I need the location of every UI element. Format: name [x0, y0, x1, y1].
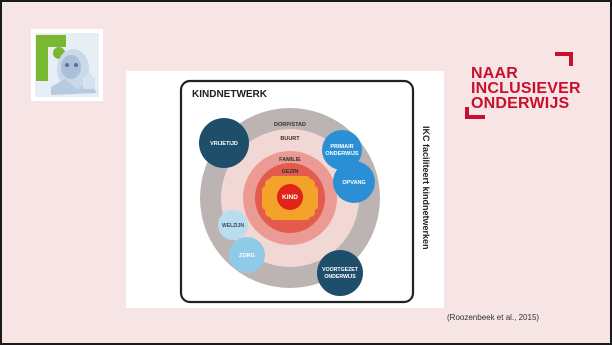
child-photo-puzzle-logo	[31, 29, 103, 101]
node-primair-onderwijs	[322, 130, 362, 170]
node-label-welzijn: WELZIJN	[222, 223, 244, 229]
logo-line-2: INCLUSIEVER	[471, 80, 581, 97]
citation: (Roozenbeek et al., 2015)	[447, 313, 540, 322]
ring-label-buurt: BUURT	[280, 136, 300, 142]
node-label-vrijetijd: VRIJETIJD	[210, 141, 238, 147]
diagram-side-label: IKC faciliteert kindnetwerken	[421, 126, 431, 250]
node-label-voortgezet-1: VOORTGEZET	[322, 267, 359, 273]
ring-label-kind: KIND	[282, 194, 298, 201]
node-label-opvang: OPVANG	[342, 180, 365, 186]
ring-label-gezin: GEZIN	[282, 169, 299, 175]
node-opvang	[333, 161, 375, 203]
node-label-zorg: ZORG	[239, 253, 255, 259]
logo-line-3: ONDERWIJS	[471, 95, 570, 112]
logo-line-1: NAAR	[471, 65, 519, 82]
ring-label-familie: FAMILIE	[279, 157, 301, 163]
puzzle-logo-icon	[35, 33, 99, 97]
logo-bracket-bottom-vertical	[465, 107, 469, 119]
node-welzijn	[218, 210, 248, 240]
node-vrijetijd	[199, 118, 249, 168]
naar-inclusiever-onderwijs-logo: NAAR INCLUSIEVER ONDERWIJS	[465, 52, 595, 122]
node-label-primair-2: ONDERWIJS	[325, 151, 359, 157]
node-label-voortgezet-2: ONDERWIJS	[324, 274, 356, 280]
node-zorg	[229, 237, 265, 273]
kind-center	[277, 184, 303, 210]
diagram-title: KINDNETWERK	[192, 89, 268, 100]
logo-bracket-top-vertical	[569, 52, 573, 66]
logo-bracket-bottom	[465, 115, 485, 119]
node-voortgezet-onderwijs	[317, 250, 363, 296]
logo-bracket-top	[555, 52, 573, 56]
kindnetwerk-diagram: KINDNETWERK IKC faciliteert kindnetwerke…	[126, 71, 444, 308]
kindnetwerk-svg: KINDNETWERK IKC faciliteert kindnetwerke…	[179, 79, 431, 304]
ring-label-dorp-stad: DORP/STAD	[274, 122, 306, 128]
node-label-primair-1: PRIMAIR	[330, 144, 353, 150]
